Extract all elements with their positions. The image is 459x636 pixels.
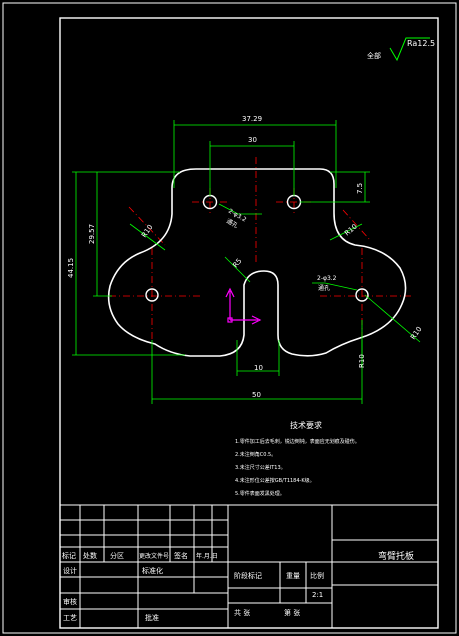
- radius-center: R5: [231, 257, 243, 269]
- radius-bottom-right: R10: [358, 354, 366, 368]
- center-lines: [109, 157, 412, 340]
- weight-label: 重量: [286, 572, 300, 580]
- part-outline: [107, 168, 407, 357]
- header-sign: 签名: [174, 551, 188, 560]
- tech-req-item-1: 1.零件加工后去毛刺，锐边倒钝，表面应无划痕及碰伤。: [235, 438, 360, 445]
- header-date: 年.月.日: [196, 552, 218, 560]
- surface-finish-value: Ra12.5: [407, 39, 435, 48]
- dim-top-holes: 30: [248, 136, 257, 144]
- hole-note-right: 2-φ3.2: [317, 275, 337, 282]
- row-process: 工艺: [63, 614, 77, 622]
- dim-bottom-overall: 50: [252, 391, 261, 399]
- surface-finish-prefix: 全部: [367, 51, 381, 60]
- dim-right-small: 7.5: [356, 183, 364, 194]
- title-block: [60, 504, 438, 628]
- dimension-lines: [72, 120, 421, 404]
- tech-req-item-3: 3.未注尺寸公差IT13。: [235, 464, 286, 471]
- dim-left-inner: 29.57: [88, 224, 96, 244]
- row-review: 审核: [63, 597, 77, 606]
- header-zone: 分区: [110, 551, 124, 560]
- tech-req-item-4: 4.未注形位公差按GB/T1184-K级。: [235, 477, 315, 484]
- header-change-doc: 更改文件号: [139, 552, 169, 560]
- scale-label: 比例: [310, 571, 324, 580]
- dim-slot-width: 10: [254, 364, 263, 372]
- inner-border: [59, 17, 439, 629]
- header-mark: 标记: [62, 551, 76, 560]
- tech-req-title: 技术要求: [290, 420, 322, 430]
- part-name: 弯臂托板: [378, 550, 414, 562]
- row-approve: 批准: [145, 613, 159, 622]
- hole-note-right-sub: 通孔: [318, 284, 330, 292]
- dim-left-outer: 44.15: [67, 258, 75, 278]
- technical-requirements: 技术要求 1.零件加工后去毛刺，锐边倒钝，表面应无划痕及碰伤。 2.未注倒角C0…: [235, 420, 360, 497]
- sheet-no: 第 张: [284, 608, 300, 617]
- tech-req-item-5: 5.零件表面发黑处理。: [235, 490, 285, 497]
- coordinate-axis-icon: [225, 287, 262, 325]
- scale-value: 2:1: [312, 591, 323, 599]
- stage-label: 阶段标记: [234, 571, 262, 580]
- radius-right: R10: [409, 325, 423, 341]
- surface-finish-symbol: 全部 Ra12.5: [367, 37, 435, 62]
- row-standard: 标准化: [142, 566, 163, 575]
- header-count: 处数: [83, 551, 97, 560]
- sheet-total: 共 张: [234, 608, 250, 617]
- row-design: 设计: [63, 566, 77, 575]
- dim-top-overall: 37.29: [242, 115, 262, 123]
- tech-req-item-2: 2.未注倒角C0.5。: [235, 451, 276, 458]
